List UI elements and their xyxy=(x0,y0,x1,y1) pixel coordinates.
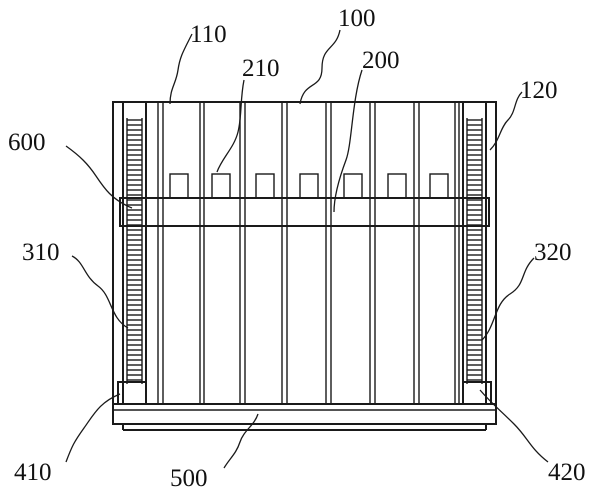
label-310: 310 xyxy=(22,239,60,266)
beam-block xyxy=(429,173,449,199)
label-200: 200 xyxy=(362,47,400,74)
label-500: 500 xyxy=(170,465,208,492)
leader-310 xyxy=(71,255,129,329)
leader-410 xyxy=(65,393,121,463)
leader-420 xyxy=(479,389,549,463)
cross-beam xyxy=(145,197,464,227)
label-110: 110 xyxy=(190,21,227,48)
leader-600 xyxy=(65,145,133,209)
leader-500 xyxy=(223,413,259,469)
beam-blocks xyxy=(169,173,449,199)
left-rack xyxy=(122,102,147,404)
leader-100 xyxy=(299,29,341,105)
sliders xyxy=(119,197,490,227)
label-320: 320 xyxy=(534,239,572,266)
label-120: 120 xyxy=(520,77,558,104)
beam-block xyxy=(387,173,407,199)
outer-frame xyxy=(112,101,497,425)
leader-200 xyxy=(333,69,363,213)
vertical-slats xyxy=(157,102,460,404)
leader-110 xyxy=(169,33,193,105)
leader-210 xyxy=(216,79,245,173)
beam-block xyxy=(211,173,231,199)
right-rack xyxy=(462,102,487,404)
beam-block xyxy=(169,173,189,199)
label-210: 210 xyxy=(242,55,280,82)
label-600: 600 xyxy=(8,129,46,156)
reference-labels: 100 110 120 200 210 310 320 410 420 500 … xyxy=(8,5,586,492)
base-plate xyxy=(113,403,496,431)
beam-block xyxy=(255,173,275,199)
beam-block xyxy=(299,173,319,199)
bottom-blocks xyxy=(117,381,492,405)
leader-120 xyxy=(489,91,523,151)
beam-block xyxy=(343,173,363,199)
leader-320 xyxy=(481,257,535,341)
label-100: 100 xyxy=(338,5,376,32)
label-410: 410 xyxy=(14,459,52,486)
leader-lines xyxy=(65,29,549,469)
label-420: 420 xyxy=(548,459,586,486)
